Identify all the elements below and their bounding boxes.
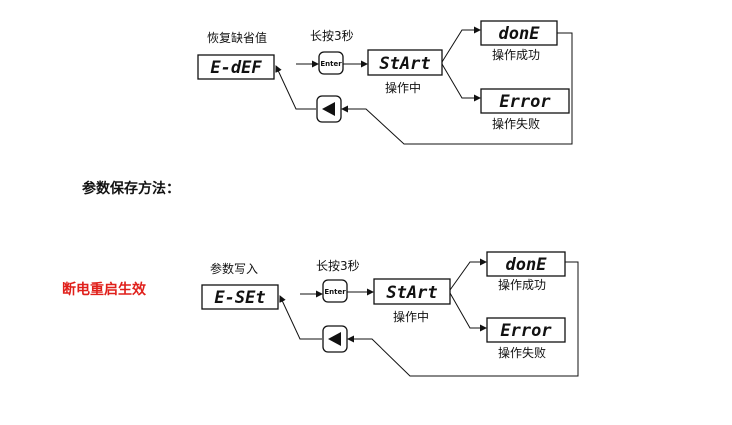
diagram-parameter-write: 参数写入 E-SEt 长按3秒 Enter StArt 操作中 donE 操作成…: [201, 251, 579, 377]
arrow-back-to-display: [275, 65, 316, 110]
return-path-2: [347, 261, 579, 377]
arrow-to-done: [441, 26, 481, 63]
arrow-to-error-2: [449, 292, 487, 332]
enter-key-text-2: Enter: [324, 288, 346, 296]
display-start: [367, 49, 443, 76]
enter-key-2[interactable]: [322, 279, 348, 303]
display-e-def-text: E-dEF: [210, 58, 262, 78]
error-caption-2: 操作失败: [498, 345, 546, 360]
display-done-2: [486, 251, 566, 277]
parameter-write-label: 参数写入: [210, 261, 258, 276]
display-e-set: [201, 284, 279, 310]
display-error-text-2: Error: [500, 321, 552, 341]
return-path: [341, 32, 573, 145]
done-caption: 操作成功: [492, 47, 540, 62]
display-e-set-text: E-SEt: [214, 288, 265, 308]
display-e-def: [197, 54, 275, 80]
display-error: [480, 88, 570, 114]
diagram-restore-default: 恢复缺省值 E-dEF 长按3秒 Enter StArt 操作中 donE 操作…: [197, 20, 573, 145]
display-start-2: [373, 278, 451, 305]
display-error-text: Error: [499, 92, 551, 112]
display-start-text-2: StArt: [386, 283, 437, 303]
hold-3s-label: 长按3秒: [310, 29, 354, 43]
display-done: [480, 20, 558, 46]
enter-key[interactable]: [318, 51, 344, 75]
display-error-2: [486, 317, 566, 343]
start-caption-2: 操作中: [393, 309, 429, 324]
hold-3s-label-2: 长按3秒: [316, 259, 360, 273]
enter-key-text: Enter: [320, 60, 342, 68]
restart-note: 断电重启生效: [62, 282, 146, 298]
left-triangle-icon: [322, 102, 335, 116]
done-caption-2: 操作成功: [498, 277, 546, 292]
arrow-to-error: [441, 63, 481, 102]
section-heading: 参数保存方法：: [82, 181, 180, 197]
display-done-text-2: donE: [506, 255, 548, 275]
display-start-text: StArt: [379, 54, 430, 74]
start-caption: 操作中: [385, 80, 421, 95]
error-caption: 操作失败: [492, 116, 540, 131]
left-triangle-icon: [328, 332, 341, 346]
display-done-text: donE: [499, 24, 541, 44]
arrow-to-done-2: [449, 258, 487, 291]
restore-default-label: 恢复缺省值: [207, 30, 267, 45]
arrow-back-to-display-2: [279, 295, 322, 340]
